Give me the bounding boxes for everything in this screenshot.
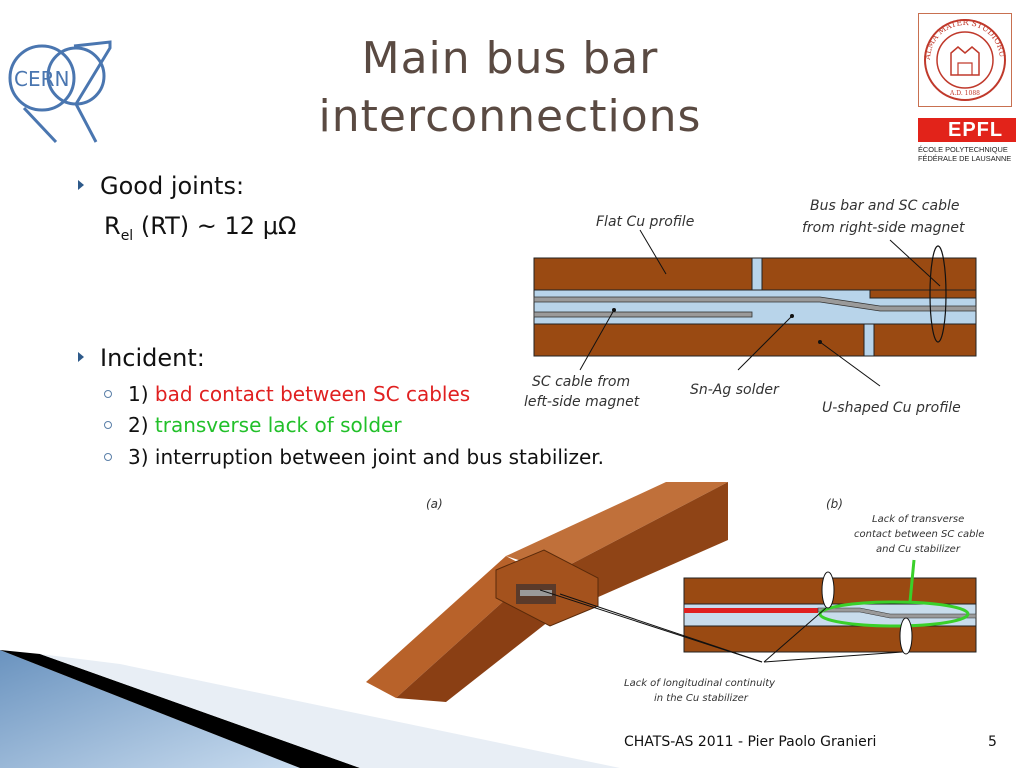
epfl-logo: EPFL ÉCOLE POLYTECHNIQUE FÉDÉRALE DE LAU… xyxy=(918,118,1016,163)
resistance-rest: (RT) ~ 12 μΩ xyxy=(140,212,297,240)
bar-top-face xyxy=(366,556,536,698)
label-view-b: (b) xyxy=(826,497,843,511)
label-lack-transverse-3: and Cu stabilizer xyxy=(876,544,961,555)
green-highlight-ellipse xyxy=(818,600,970,628)
bullet-arrow-icon xyxy=(78,180,84,190)
red-cable xyxy=(684,608,818,613)
good-joints-label: Good joints: xyxy=(100,172,245,200)
stabilizer-bottom xyxy=(683,625,977,653)
joint-cable xyxy=(520,590,552,596)
incident-item-3: 3) interruption between joint and bus st… xyxy=(104,445,604,469)
incident-item-1-num: 1) xyxy=(128,382,149,406)
label-sn-ag-solder: Sn-Ag solder xyxy=(690,382,780,398)
label-u-shaped-cu: U-shaped Cu profile xyxy=(822,400,961,416)
bologna-seal: ALMA MATER STUDIORUM A.D. 1088 xyxy=(918,13,1012,107)
gap-ellipse-top xyxy=(821,571,835,609)
bullet-arrow-icon xyxy=(78,352,84,362)
incident-item-2-num: 2) xyxy=(128,413,149,437)
label-lack-transverse-2: contact between SC cable xyxy=(854,529,984,540)
sub-bullet-circle-icon xyxy=(104,420,112,429)
incident-item-1-text: bad contact between SC cables xyxy=(154,382,471,406)
label-sc-cable-line1: SC cable from xyxy=(532,374,630,390)
u-shaped-cu-profile-right xyxy=(873,323,977,357)
u-shaped-cu-profile-left xyxy=(533,323,865,357)
label-view-a: (a) xyxy=(426,497,443,511)
incident-item-3-text: interruption between joint and bus stabi… xyxy=(154,445,605,469)
epfl-logo-mark: EPFL xyxy=(918,118,1016,142)
incident-item-1: 1) bad contact between SC cables xyxy=(104,382,470,406)
page-title: Main bus bar interconnections xyxy=(230,30,790,146)
incident-item-3-num: 3) xyxy=(128,445,149,469)
label-sc-cable-line2: left-side magnet xyxy=(524,394,640,410)
label-bus-bar-line2: from right-side magnet xyxy=(802,220,965,236)
sub-bullet-circle-icon xyxy=(104,452,112,461)
label-lack-long-2: in the Cu stabilizer xyxy=(654,693,749,704)
label-lack-transverse-1: Lack of transverse xyxy=(872,514,964,525)
cern-logo: CERN xyxy=(8,40,112,144)
resistance-symbol: R xyxy=(104,212,121,240)
page-number: 5 xyxy=(988,734,997,750)
bus-bar-cross-section-diagram: Flat Cu profile Bus bar and SC cable fro… xyxy=(524,198,977,416)
solder-gap-bottom xyxy=(863,323,875,357)
bullet-good-joints: Good joints: xyxy=(78,172,244,200)
joint-3d-view-diagram: (a) xyxy=(366,482,728,702)
label-lack-long-1: Lack of longitudinal continuity xyxy=(624,678,776,689)
title-line-2: interconnections xyxy=(318,91,702,142)
seal-date-text: A.D. 1088 xyxy=(949,90,980,97)
grey-cable xyxy=(817,607,977,619)
title-line-1: Main bus bar xyxy=(361,33,659,84)
label-flat-cu-profile: Flat Cu profile xyxy=(596,214,694,230)
footer-text: CHATS-AS 2011 - Pier Paolo Granieri xyxy=(624,734,877,750)
label-bus-bar-line1: Bus bar and SC cable xyxy=(810,198,959,214)
resistance-subscript: el xyxy=(120,227,134,244)
right-bus-bar-step xyxy=(869,289,977,299)
decorative-wedge xyxy=(0,650,620,768)
incident-item-2: 2) transverse lack of solder xyxy=(104,413,402,437)
solder-gap-top xyxy=(751,257,763,291)
incident-item-2-text: transverse lack of solder xyxy=(154,413,402,437)
cern-logo-text: CERN xyxy=(14,67,69,91)
incident-label: Incident: xyxy=(100,344,205,372)
flat-cu-profile-left xyxy=(533,257,753,291)
epfl-line1: ÉCOLE POLYTECHNIQUE xyxy=(918,145,1008,154)
bar-end-top xyxy=(506,482,728,572)
bus-bar-highlight-ellipse xyxy=(929,245,947,343)
connector-lines xyxy=(540,589,763,663)
bullet-incident: Incident: xyxy=(78,344,205,372)
lack-of-contact-diagram: (b) Lack of transverse contact between S… xyxy=(624,497,984,704)
bar-end-side xyxy=(556,482,728,598)
epfl-line2: FÉDÉRALE DE LAUSANNE xyxy=(918,154,1012,163)
sc-cable-left xyxy=(533,311,753,318)
sub-bullet-circle-icon xyxy=(104,389,112,398)
gap-ellipse-bottom xyxy=(899,617,913,655)
resistance-value: Rel (RT) ~ 12 μΩ xyxy=(104,212,296,244)
sc-cable-right xyxy=(533,296,977,312)
